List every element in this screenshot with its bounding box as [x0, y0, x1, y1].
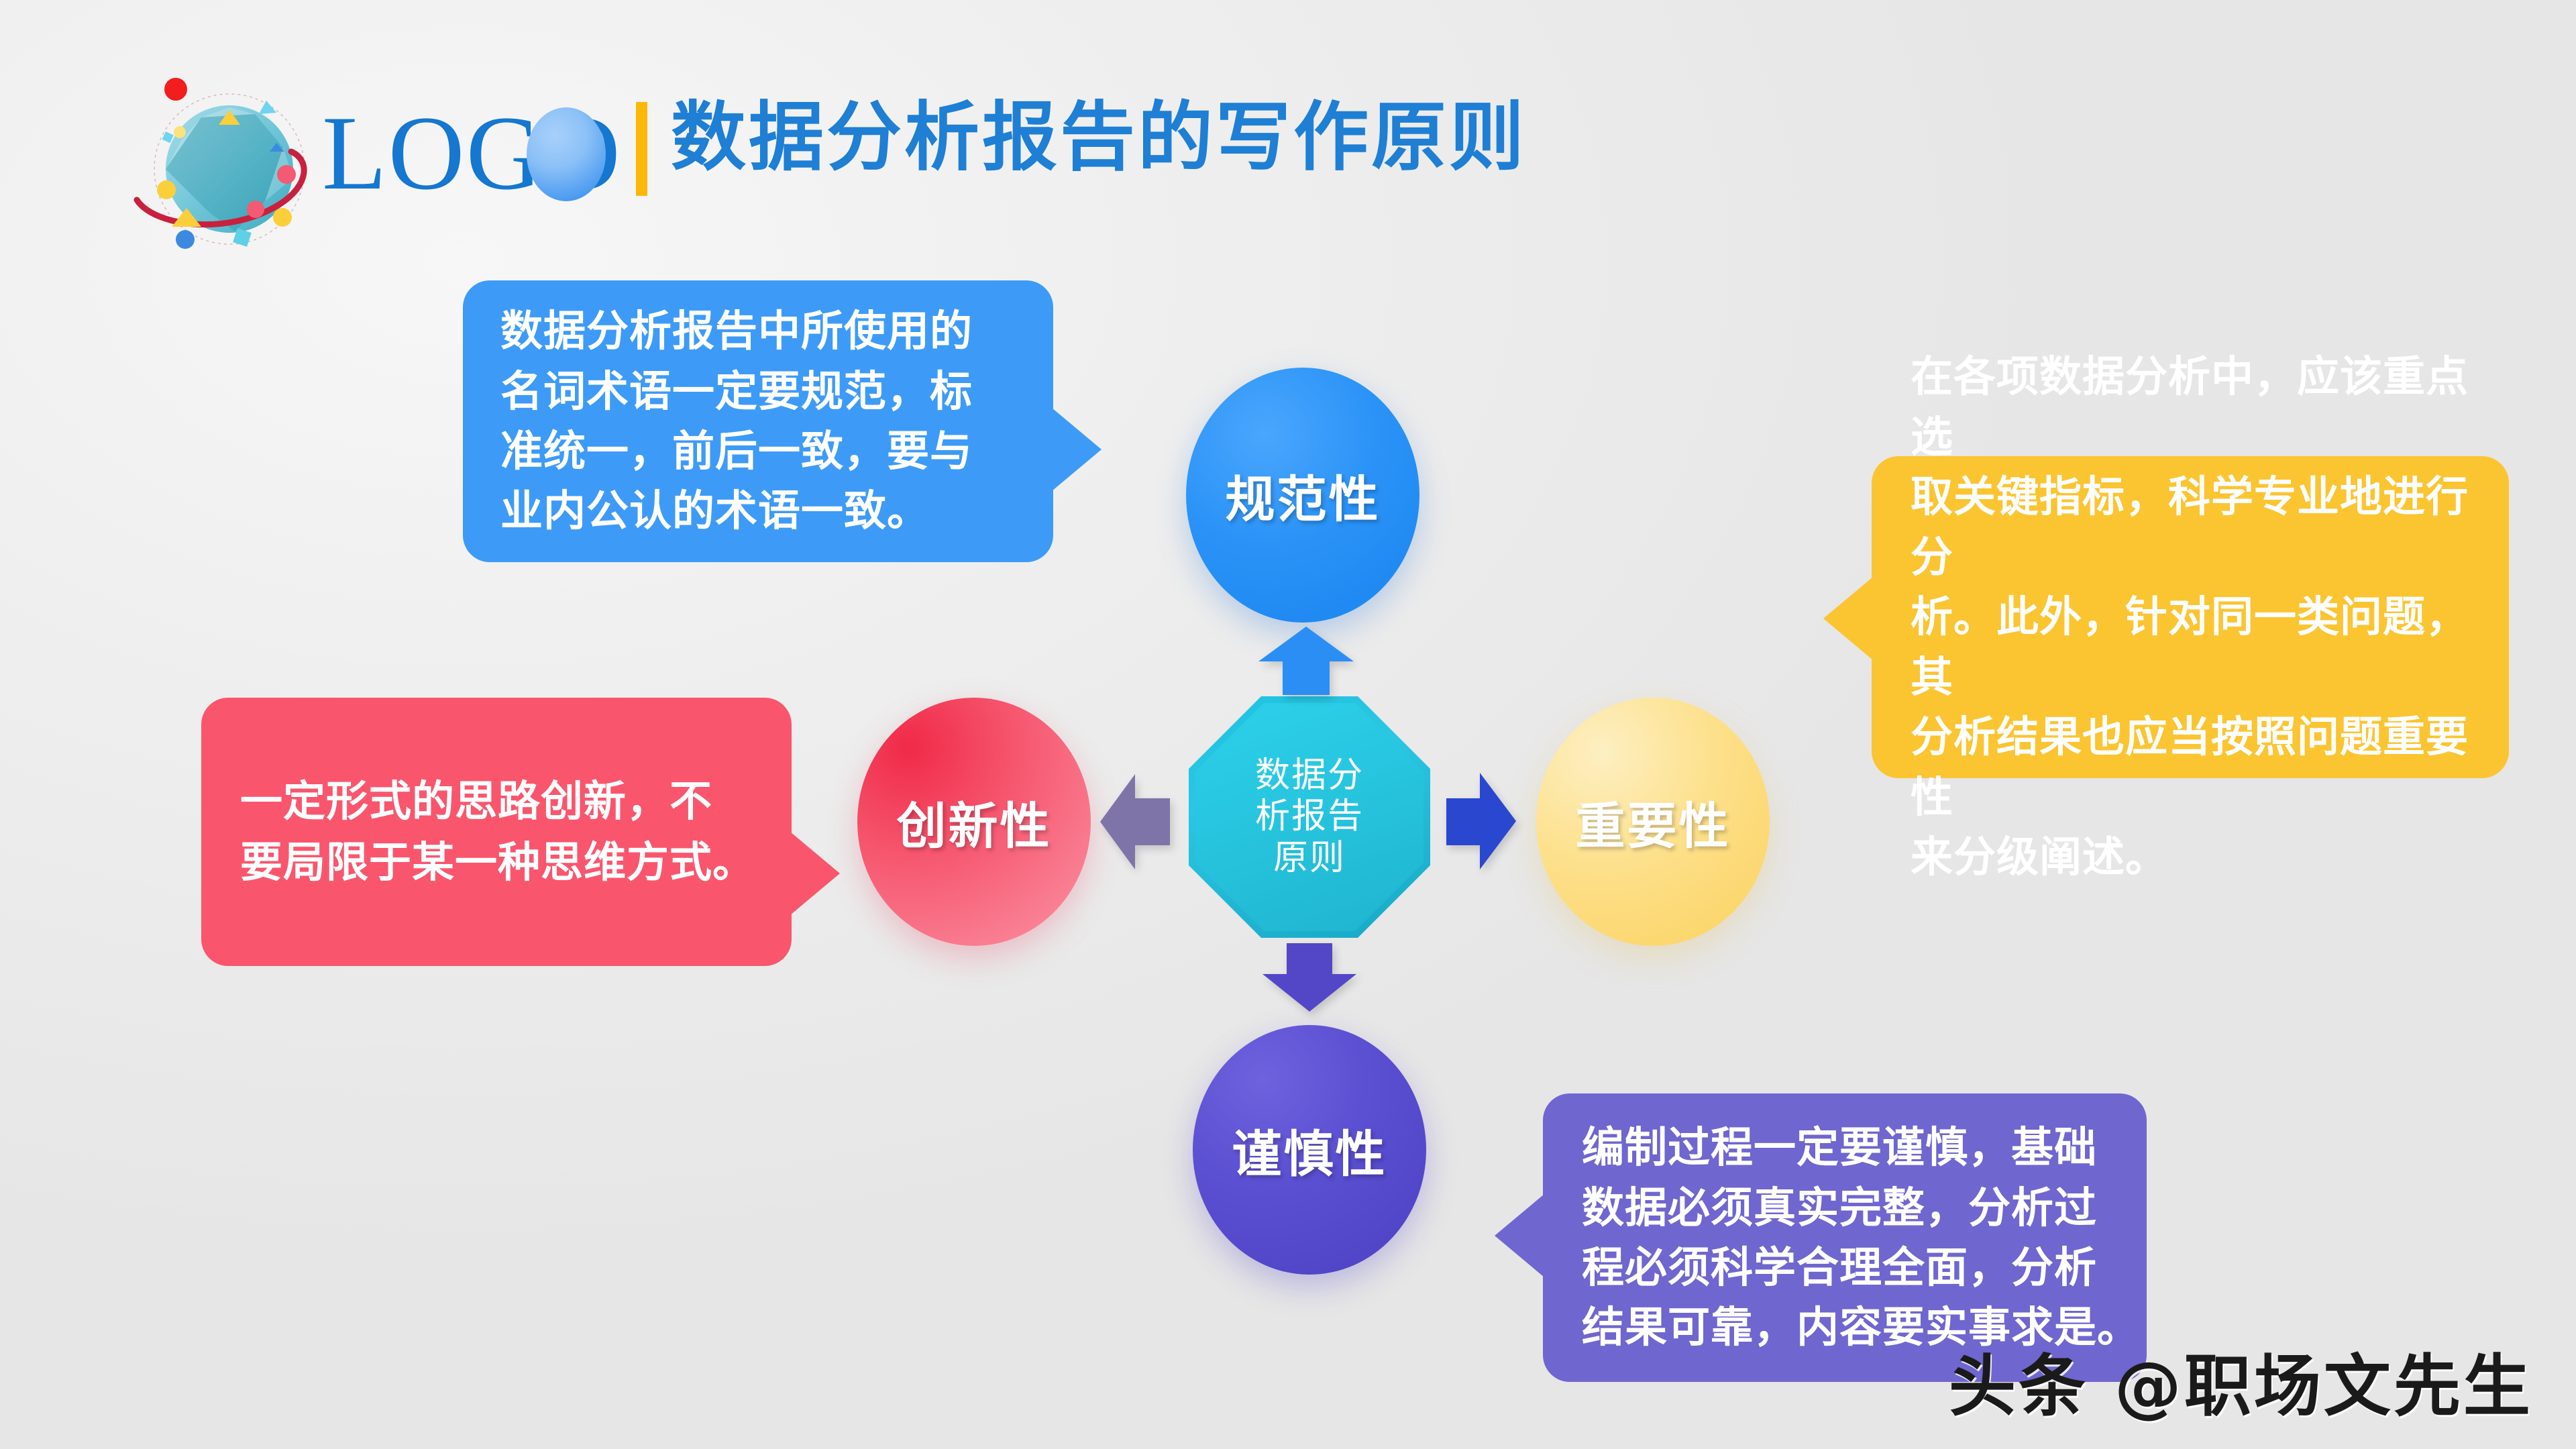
arrow-left-icon	[1097, 771, 1173, 872]
arrow-up-icon	[1256, 624, 1356, 698]
callout-standard-text: 数据分析报告中所使用的 名词术语一定要规范，标 准统一，前后一致，要与 业内公认…	[500, 307, 973, 536]
node-innovation[interactable]: 创新性	[857, 698, 1091, 946]
callout-standard[interactable]: 数据分析报告中所使用的 名词术语一定要规范，标 准统一，前后一致，要与 业内公认…	[463, 280, 1102, 562]
octagon-inner	[1195, 703, 1424, 931]
node-standard[interactable]: 规范性	[1186, 368, 1419, 623]
center-hub-octagon[interactable]: 数据分 析报告 原则	[1189, 696, 1430, 938]
node-prudence[interactable]: 谨慎性	[1193, 1025, 1426, 1275]
callout-prudence[interactable]: 编制过程一定要谨慎，基础 数据必须真实完整，分析过 程必须科学合理全面，分析 结…	[1495, 1093, 2147, 1382]
callout-importance-text: 在各项数据分析中，应该重点选 取关键指标，科学专业地进行分 析。此外，针对同一类…	[1911, 352, 2469, 882]
node-importance-label: 重要性	[1575, 797, 1731, 855]
watermark-text: 头条 @职场文先生	[1949, 1347, 2533, 1426]
center-hub-label: 数据分 析报告 原则	[1254, 755, 1364, 878]
slide-header: LOGO 数据分析报告的写作原则	[0, 0, 2576, 268]
title-divider	[636, 102, 647, 196]
node-innovation-label: 创新性	[896, 797, 1052, 855]
callout-tail	[1495, 1194, 1544, 1277]
node-importance[interactable]: 重要性	[1536, 698, 1770, 946]
low-poly-planet-icon	[127, 67, 329, 268]
page-title: 数据分析报告的写作原则	[671, 94, 1527, 181]
node-standard-label: 规范性	[1225, 470, 1381, 529]
callout-tail	[790, 832, 840, 915]
arrow-right-icon	[1444, 770, 1519, 872]
arrow-down-icon	[1260, 941, 1359, 1014]
callout-tail	[1052, 408, 1102, 491]
blue-sphere-icon	[527, 107, 606, 201]
callout-tail	[1823, 577, 1873, 660]
callout-importance[interactable]: 在各项数据分析中，应该重点选 取关键指标，科学专业地进行分 析。此外，针对同一类…	[1823, 352, 2509, 881]
callout-prudence-text: 编制过程一定要谨慎，基础 数据必须真实完整，分析过 程必须科学合理全面，分析 结…	[1582, 1123, 2140, 1352]
callout-innovation-text: 一定形式的思路创新，不 要局限于某一种思维方式。	[240, 776, 755, 887]
callout-innovation[interactable]: 一定形式的思路创新，不 要局限于某一种思维方式。	[201, 698, 840, 966]
node-prudence-label: 谨慎性	[1232, 1125, 1387, 1183]
